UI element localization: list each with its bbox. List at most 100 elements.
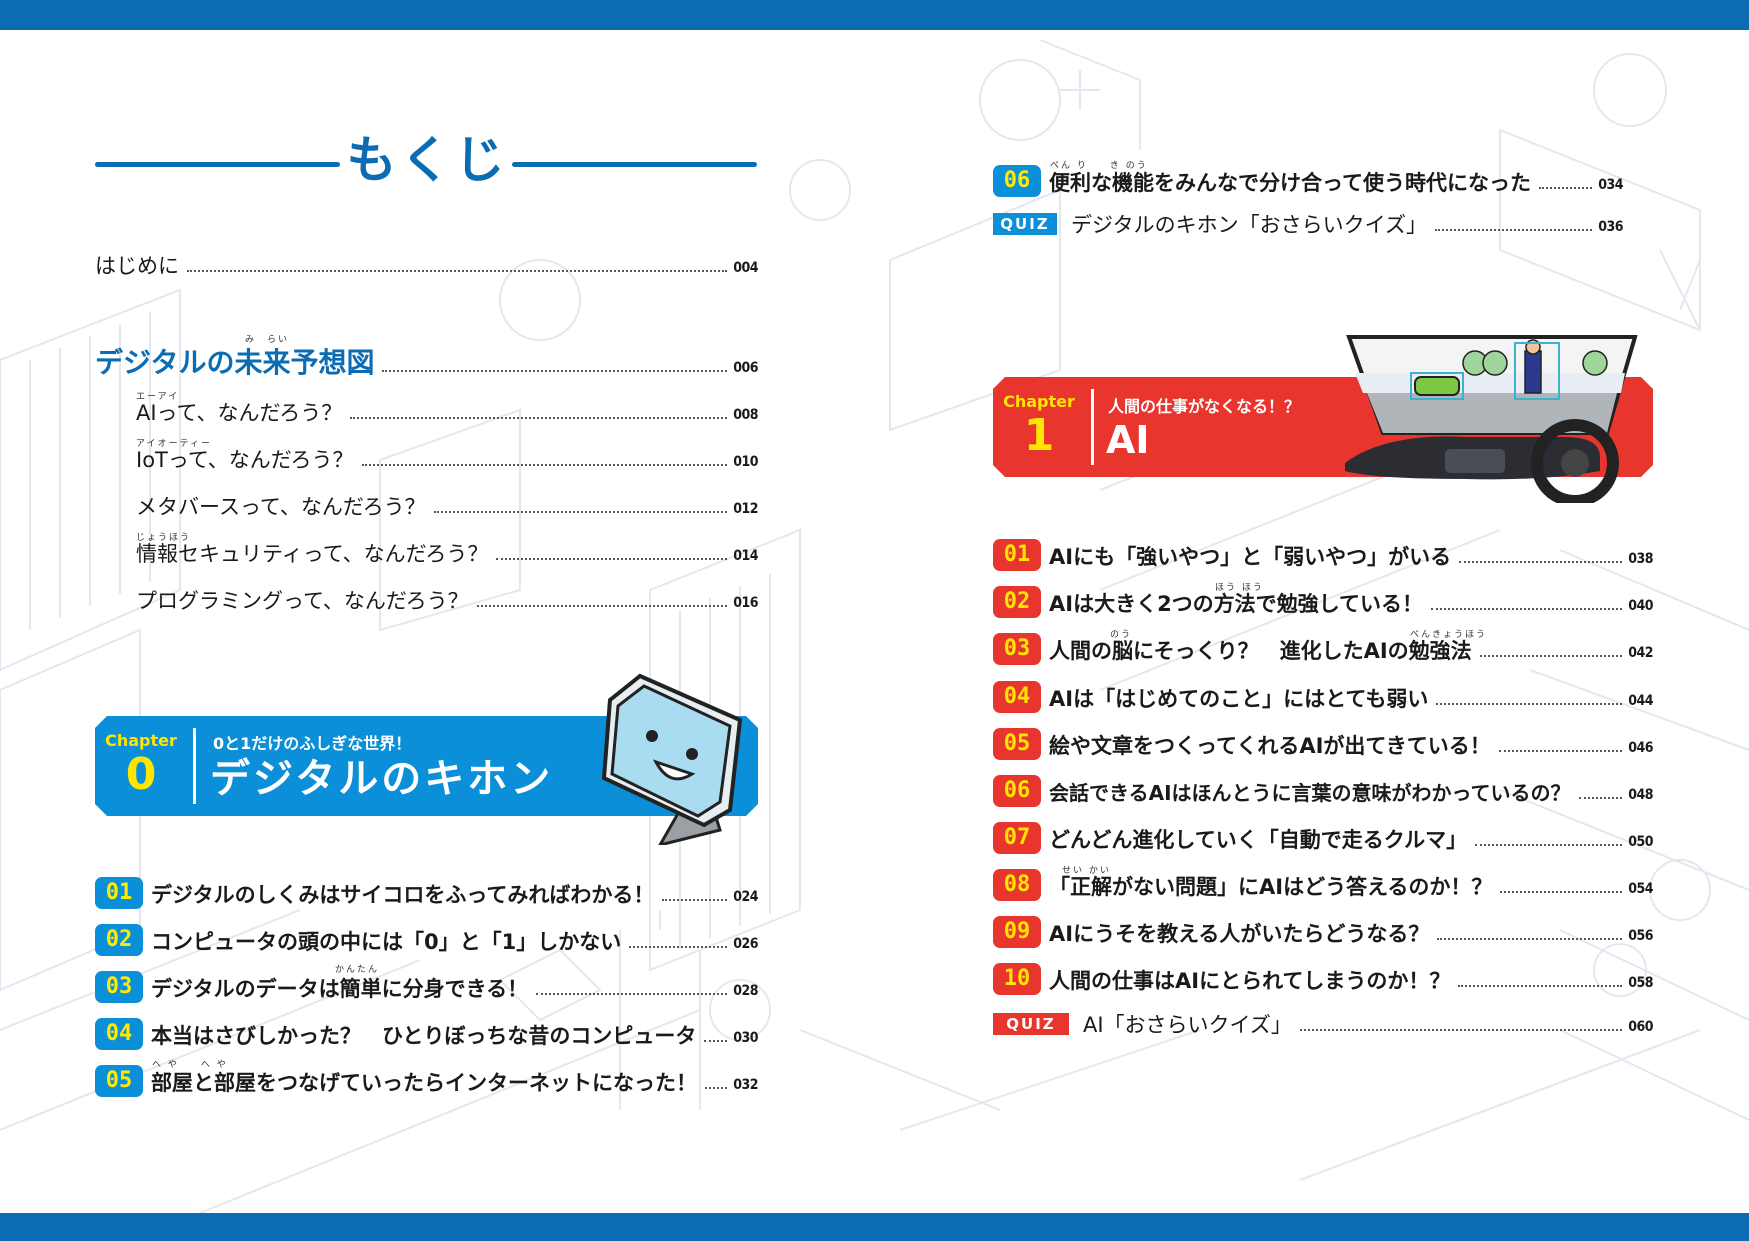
toc-row-ch0-04[interactable]: 04 本当はさびしかった？ ひとりぼっちな昔のコンピュータ 030 <box>95 1016 758 1050</box>
toc-row-ch1-quiz[interactable]: QUIZ AI「おさらいクイズ」 060 <box>993 1005 1653 1039</box>
page-number: 030 <box>733 1030 758 1046</box>
page-number: 004 <box>733 260 758 276</box>
leader-dots <box>629 946 728 948</box>
toc-label: 人間の脳にそっくり？ 進化したAIの勉強法 <box>1049 639 1472 663</box>
page-number: 014 <box>733 548 758 564</box>
toc-label: 人間の仕事はAIにとられてしまうのか！？ <box>1049 969 1451 993</box>
toc-label: AIにうそを教える人がいたらどうなる？ <box>1049 922 1430 946</box>
item-number-badge: 08 <box>993 869 1041 901</box>
quiz-badge: QUIZ <box>993 1013 1069 1035</box>
toc-row-ch0-02[interactable]: 02 コンピュータの頭の中には「0」と「1」しかない 026 <box>95 922 758 956</box>
toc-row-ch1-01[interactable]: 01 AIにも「強いやつ」と「弱いやつ」がいる 038 <box>993 537 1653 571</box>
toc-row-ch0-06[interactable]: 06 便利な機能をみんなで分け合って使う時代になった 034 <box>993 163 1623 197</box>
item-number-badge: 01 <box>993 539 1041 571</box>
page-number: 038 <box>1628 551 1653 567</box>
toc-row-ch1-02[interactable]: 02 AIは大きく2つの方法で勉強している！ 040 <box>993 584 1653 618</box>
computer-mascot-illustration <box>601 673 743 845</box>
toc-label: AIは「はじめてのこと」にはとても弱い <box>1049 687 1429 711</box>
ruby-text: せい かい <box>1062 866 1111 876</box>
page-number: 006 <box>733 360 758 376</box>
leader-dots <box>1578 797 1623 799</box>
chapter0-banner-shape <box>95 716 758 816</box>
toc-row-intro[interactable]: はじめに 004 <box>95 246 758 280</box>
toc-label: 便利な機能をみんなで分け合って使う時代になった <box>1049 171 1531 195</box>
leader-dots <box>1498 750 1623 752</box>
toc-label: コンピュータの頭の中には「0」と「1」しかない <box>151 930 622 954</box>
page-number: 046 <box>1628 740 1653 756</box>
toc-row-ch1-06[interactable]: 06 会話できるAIはほんとうに言葉の意味がわかっているの？ 048 <box>993 773 1653 807</box>
toc-label: 本当はさびしかった？ ひとりぼっちな昔のコンピュータ <box>151 1024 697 1048</box>
toc-label: 「正解がない問題」にAIはどう答えるのか！？ <box>1049 875 1493 899</box>
leader-dots <box>1479 655 1623 657</box>
toc-row-ch1-08[interactable]: 08 「正解がない問題」にAIはどう答えるのか！？ 054 <box>993 867 1653 901</box>
page-title: もくじ <box>346 131 509 189</box>
leader-dots <box>1436 703 1623 705</box>
page-number: 008 <box>733 407 758 423</box>
title-rule-right <box>512 162 757 167</box>
toc-row-future-heading[interactable]: デジタルの未来予想図 006 <box>95 340 758 380</box>
page-number: 028 <box>733 983 758 999</box>
ruby-text: ほう ほう <box>1215 583 1264 593</box>
toc-row-future-metaverse[interactable]: メタバースって、なんだろう？ 012 <box>136 487 758 521</box>
ruby-text: へ や へ や <box>152 1060 228 1070</box>
toc-label: どんどん進化していく「自動で走るクルマ」 <box>1049 828 1468 852</box>
page-number: 060 <box>1628 1019 1653 1035</box>
toc-row-ch0-01[interactable]: 01 デジタルのしくみはサイコロをふってみればわかる！ 024 <box>95 875 758 909</box>
self-driving-car-illustration <box>1345 335 1638 503</box>
leader-dots <box>1475 844 1623 846</box>
toc-row-ch1-10[interactable]: 10 人間の仕事はAIにとられてしまうのか！？ 058 <box>993 961 1653 995</box>
section-heading: デジタルの未来予想図 <box>95 346 375 379</box>
page-number: 044 <box>1628 693 1653 709</box>
toc-label: メタバースって、なんだろう？ <box>136 495 426 519</box>
leader-dots <box>1500 891 1623 893</box>
leader-dots <box>496 558 728 560</box>
leader-dots <box>662 899 728 901</box>
toc-label: デジタルのしくみはサイコロをふってみればわかる！ <box>151 883 655 907</box>
toc-label: デジタルのキホン「おさらいクイズ」 <box>1071 213 1427 237</box>
item-number-badge: 05 <box>95 1065 143 1097</box>
top-band <box>0 0 1749 30</box>
quiz-badge: QUIZ <box>993 213 1057 235</box>
chapter-subtitle: 人間の仕事がなくなる！？ <box>1108 397 1301 416</box>
toc-row-future-iot[interactable]: IoTって、なんだろう？ 010 <box>136 440 758 474</box>
item-number-badge: 02 <box>993 586 1041 618</box>
page-number: 026 <box>733 936 758 952</box>
toc-row-future-security[interactable]: 情報セキュリティって、なんだろう？ 014 <box>136 534 758 568</box>
ruby-text: み らい <box>245 335 290 345</box>
toc-label: 情報セキュリティって、なんだろう？ <box>136 542 489 566</box>
leader-dots <box>476 605 728 607</box>
item-number-badge: 04 <box>993 681 1041 713</box>
toc-row-future-ai[interactable]: AIって、なんだろう？ 008 <box>136 393 758 427</box>
ruby-text: べん り き のう <box>1050 161 1148 171</box>
toc-row-ch1-03[interactable]: 03 人間の脳にそっくり？ 進化したAIの勉強法 042 <box>993 631 1653 665</box>
chapter-word: Chapter <box>105 731 177 750</box>
toc-row-ch1-04[interactable]: 04 AIは「はじめてのこと」にはとても弱い 044 <box>993 679 1653 713</box>
toc-label: AIって、なんだろう？ <box>136 401 343 425</box>
toc-label: AI「おさらいクイズ」 <box>1083 1013 1292 1037</box>
toc-row-future-programming[interactable]: プログラミングって、なんだろう？ 016 <box>136 581 758 615</box>
toc-row-ch0-03[interactable]: 03 デジタルのデータは簡単に分身できる！ 028 <box>95 969 758 1003</box>
page-number: 016 <box>733 595 758 611</box>
leader-dots <box>536 993 728 995</box>
leader-dots <box>382 370 728 372</box>
ruby-text: エーアイ <box>136 392 180 402</box>
ruby-text: じょうほう <box>136 533 192 543</box>
title-rule-left <box>95 162 340 167</box>
item-number-badge: 05 <box>993 728 1041 760</box>
leader-dots <box>1434 229 1593 231</box>
page-number: 034 <box>1598 177 1623 193</box>
toc-row-ch1-07[interactable]: 07 どんどん進化していく「自動で走るクルマ」 050 <box>993 820 1653 854</box>
toc-label: 部屋と部屋をつなげていったらインターネットになった！ <box>151 1071 697 1095</box>
toc-row-ch1-09[interactable]: 09 AIにうそを教える人がいたらどうなる？ 056 <box>993 914 1653 948</box>
toc-row-ch0-05[interactable]: 05 部屋と部屋をつなげていったらインターネットになった！ 032 <box>95 1063 758 1097</box>
leader-dots <box>187 270 728 272</box>
chapter-subtitle: 0と1だけのふしぎな世界！ <box>213 734 412 753</box>
item-number-badge: 06 <box>993 775 1041 807</box>
chapter0-banner[interactable]: Chapter 0 0と1だけのふしぎな世界！ デジタルのキホン <box>95 716 758 816</box>
toc-row-ch1-05[interactable]: 05 絵や文章をつくってくれるAIが出てきている！ 046 <box>993 726 1653 760</box>
chapter-number: 1 <box>1023 410 1055 461</box>
toc-label: プログラミングって、なんだろう？ <box>136 589 469 613</box>
leader-dots <box>1458 985 1623 987</box>
toc-row-ch0-quiz[interactable]: QUIZ デジタルのキホン「おさらいクイズ」 036 <box>993 205 1623 239</box>
toc-label: AIにも「強いやつ」と「弱いやつ」がいる <box>1049 545 1452 569</box>
